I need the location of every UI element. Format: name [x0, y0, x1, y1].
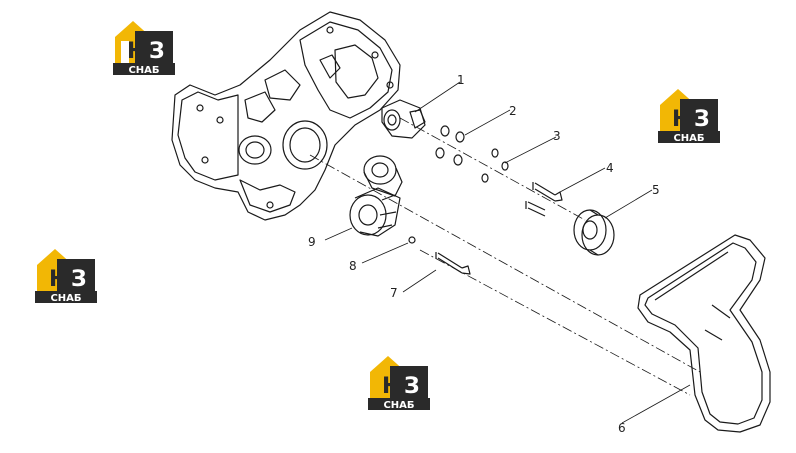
svg-text:З: З	[71, 267, 87, 292]
washers-and-bolts	[435, 125, 563, 217]
svg-text:Н: Н	[49, 267, 67, 292]
svg-text:СНАБ: СНАБ	[50, 293, 81, 303]
svg-text:СНАБ: СНАБ	[673, 133, 704, 143]
callout-9: 9	[308, 235, 316, 249]
callout-4: 4	[606, 161, 614, 175]
nut-and-bolt	[408, 236, 471, 275]
nz-snab-logo: Н З СНАБ	[113, 17, 175, 75]
callout-5: 5	[652, 183, 660, 197]
nz-snab-logo: Н З СНАБ	[35, 245, 97, 303]
tensioner-bracket	[381, 99, 426, 139]
nz-snab-logo: Н З СНАБ	[368, 352, 430, 410]
svg-text:Н: Н	[672, 107, 690, 132]
timing-cover-housing	[171, 11, 401, 221]
callout-1: 1	[457, 73, 465, 87]
alignment-lines	[309, 117, 701, 396]
svg-text:СНАБ: СНАБ	[128, 65, 159, 75]
callout-3: 3	[553, 129, 561, 143]
leader-lines	[324, 81, 691, 424]
svg-text:Н: Н	[127, 39, 145, 64]
svg-text:З: З	[694, 107, 710, 132]
tensioner-assembly	[349, 155, 403, 237]
svg-text:З: З	[404, 374, 420, 399]
callout-2: 2	[509, 104, 517, 118]
callout-6: 6	[618, 421, 626, 435]
svg-text:З: З	[149, 39, 165, 64]
svg-text:Н: Н	[382, 374, 400, 399]
callout-7: 7	[390, 286, 398, 300]
idler-pulley	[573, 209, 615, 256]
callout-8: 8	[349, 259, 357, 273]
poly-v-belt	[637, 234, 771, 433]
nz-snab-logo: Н З СНАБ	[658, 85, 720, 143]
svg-text:СНАБ: СНАБ	[383, 400, 414, 410]
callout-labels: 1 2 3 4 5 6 7 8 9	[308, 73, 660, 435]
